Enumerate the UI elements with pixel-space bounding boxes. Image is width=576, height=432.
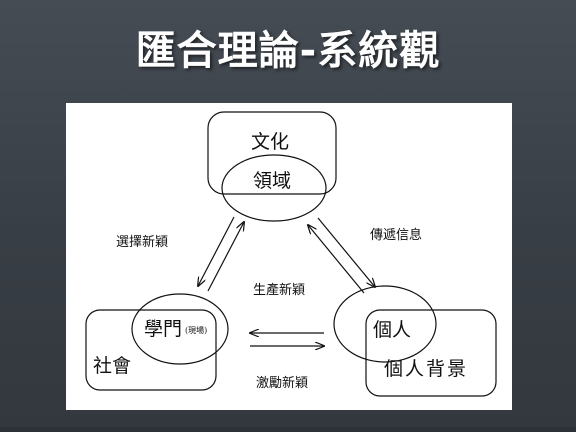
- arrow-individual-to-domain: [308, 225, 365, 294]
- select-novelty-label: 選擇新穎: [116, 234, 168, 250]
- field-note: (現場): [185, 325, 207, 335]
- society-box: [85, 309, 217, 391]
- arrow-domain-to-field: [198, 216, 235, 286]
- society-label: 社會: [93, 355, 131, 377]
- stimulate-novelty-label: 激勵新穎: [256, 375, 308, 391]
- individual-label: 個人: [373, 319, 411, 341]
- culture-box: [207, 111, 337, 195]
- slide-title: 匯合理論-系統觀: [135, 28, 441, 74]
- arrow-field-to-domain: [207, 222, 244, 292]
- diagram-panel: 文化 領域 學門 (現場) 社會 個人 個人背景 選擇新穎 傳遞信息 生產新穎 …: [66, 103, 512, 410]
- person-background-label: 個人背景: [384, 358, 468, 380]
- individual-circle: [333, 285, 437, 363]
- field-label: 學門: [144, 318, 182, 340]
- domain-label: 領域: [253, 170, 291, 192]
- transmit-info-label: 傳遞信息: [370, 227, 422, 243]
- bottom-bar: [0, 427, 576, 432]
- arrow-domain-to-individual: [317, 217, 375, 287]
- domain-circle: [221, 154, 327, 222]
- system-diagram: 文化 領域 學門 (現場) 社會 個人 個人背景 選擇新穎 傳遞信息 生產新穎 …: [85, 111, 497, 397]
- field-circle: [131, 293, 229, 365]
- person-background-box: [365, 309, 497, 397]
- produce-novelty-label: 生產新穎: [253, 282, 305, 298]
- culture-label: 文化: [251, 131, 289, 153]
